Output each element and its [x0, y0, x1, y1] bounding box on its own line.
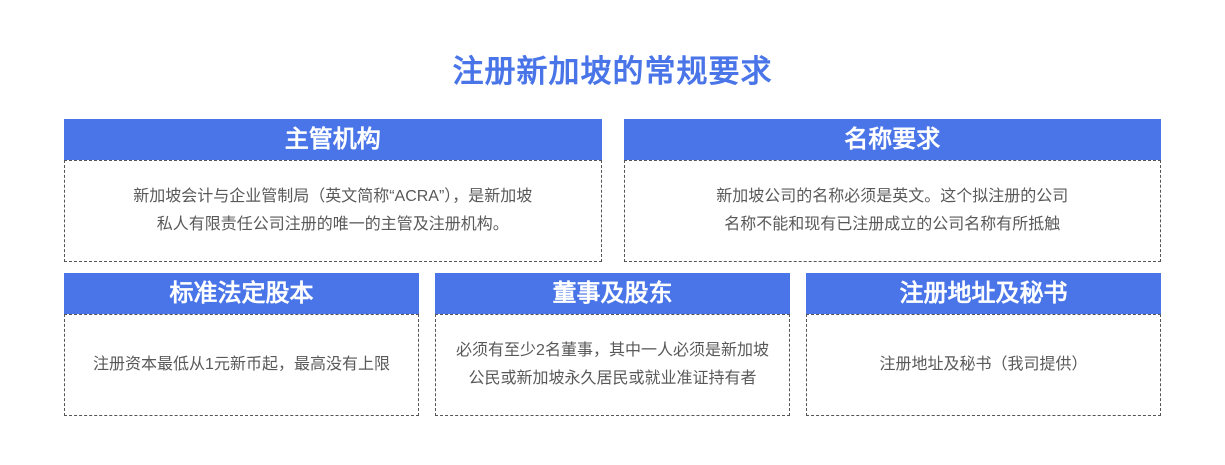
- card-address-secretary-title: 注册地址及秘书: [806, 273, 1161, 314]
- card-address-secretary-text: 注册地址及秘书（我司提供）: [879, 356, 1088, 373]
- card-name-requirement-text: 新加坡公司的名称必须是英文。这个拟注册的公司 名称不能和现有已注册成立的公司名称…: [716, 188, 1069, 233]
- cards-container: 主管机构 新加坡会计与企业管制局（英文简称“ACRA”），是新加坡 私人有限责任…: [64, 119, 1161, 416]
- card-directors-shareholders-text: 必须有至少2名董事，其中一人必须是新加坡 公民或新加坡永久居民或就业准证持有者: [456, 342, 769, 387]
- card-share-capital-title: 标准法定股本: [64, 273, 419, 314]
- page-title: 注册新加坡的常规要求: [452, 54, 773, 89]
- card-name-requirement: 名称要求 新加坡公司的名称必须是英文。这个拟注册的公司 名称不能和现有已注册成立…: [623, 119, 1161, 262]
- cards-row-bottom: 标准法定股本 注册资本最低从1元新币起，最高没有上限 董事及股东 必须有至少2名…: [64, 273, 1161, 416]
- card-authority-text: 新加坡会计与企业管制局（英文简称“ACRA”），是新加坡 私人有限责任公司注册的…: [133, 188, 533, 233]
- card-directors-shareholders-body: 必须有至少2名董事，其中一人必须是新加坡 公民或新加坡永久居民或就业准证持有者: [435, 314, 790, 416]
- card-name-requirement-body: 新加坡公司的名称必须是英文。这个拟注册的公司 名称不能和现有已注册成立的公司名称…: [623, 160, 1161, 262]
- card-address-secretary: 注册地址及秘书 注册地址及秘书（我司提供）: [806, 273, 1161, 416]
- card-directors-shareholders: 董事及股东 必须有至少2名董事，其中一人必须是新加坡 公民或新加坡永久居民或就业…: [435, 273, 790, 416]
- card-address-secretary-body: 注册地址及秘书（我司提供）: [806, 314, 1161, 416]
- cards-row-top: 主管机构 新加坡会计与企业管制局（英文简称“ACRA”），是新加坡 私人有限责任…: [64, 119, 1161, 262]
- card-authority-body: 新加坡会计与企业管制局（英文简称“ACRA”），是新加坡 私人有限责任公司注册的…: [64, 160, 602, 262]
- card-share-capital: 标准法定股本 注册资本最低从1元新币起，最高没有上限: [64, 273, 419, 416]
- card-share-capital-text: 注册资本最低从1元新币起，最高没有上限: [93, 356, 390, 373]
- card-directors-shareholders-title: 董事及股东: [435, 273, 790, 314]
- card-share-capital-body: 注册资本最低从1元新币起，最高没有上限: [64, 314, 419, 416]
- card-authority-title: 主管机构: [64, 119, 602, 160]
- card-name-requirement-title: 名称要求: [623, 119, 1161, 160]
- card-authority: 主管机构 新加坡会计与企业管制局（英文简称“ACRA”），是新加坡 私人有限责任…: [64, 119, 602, 262]
